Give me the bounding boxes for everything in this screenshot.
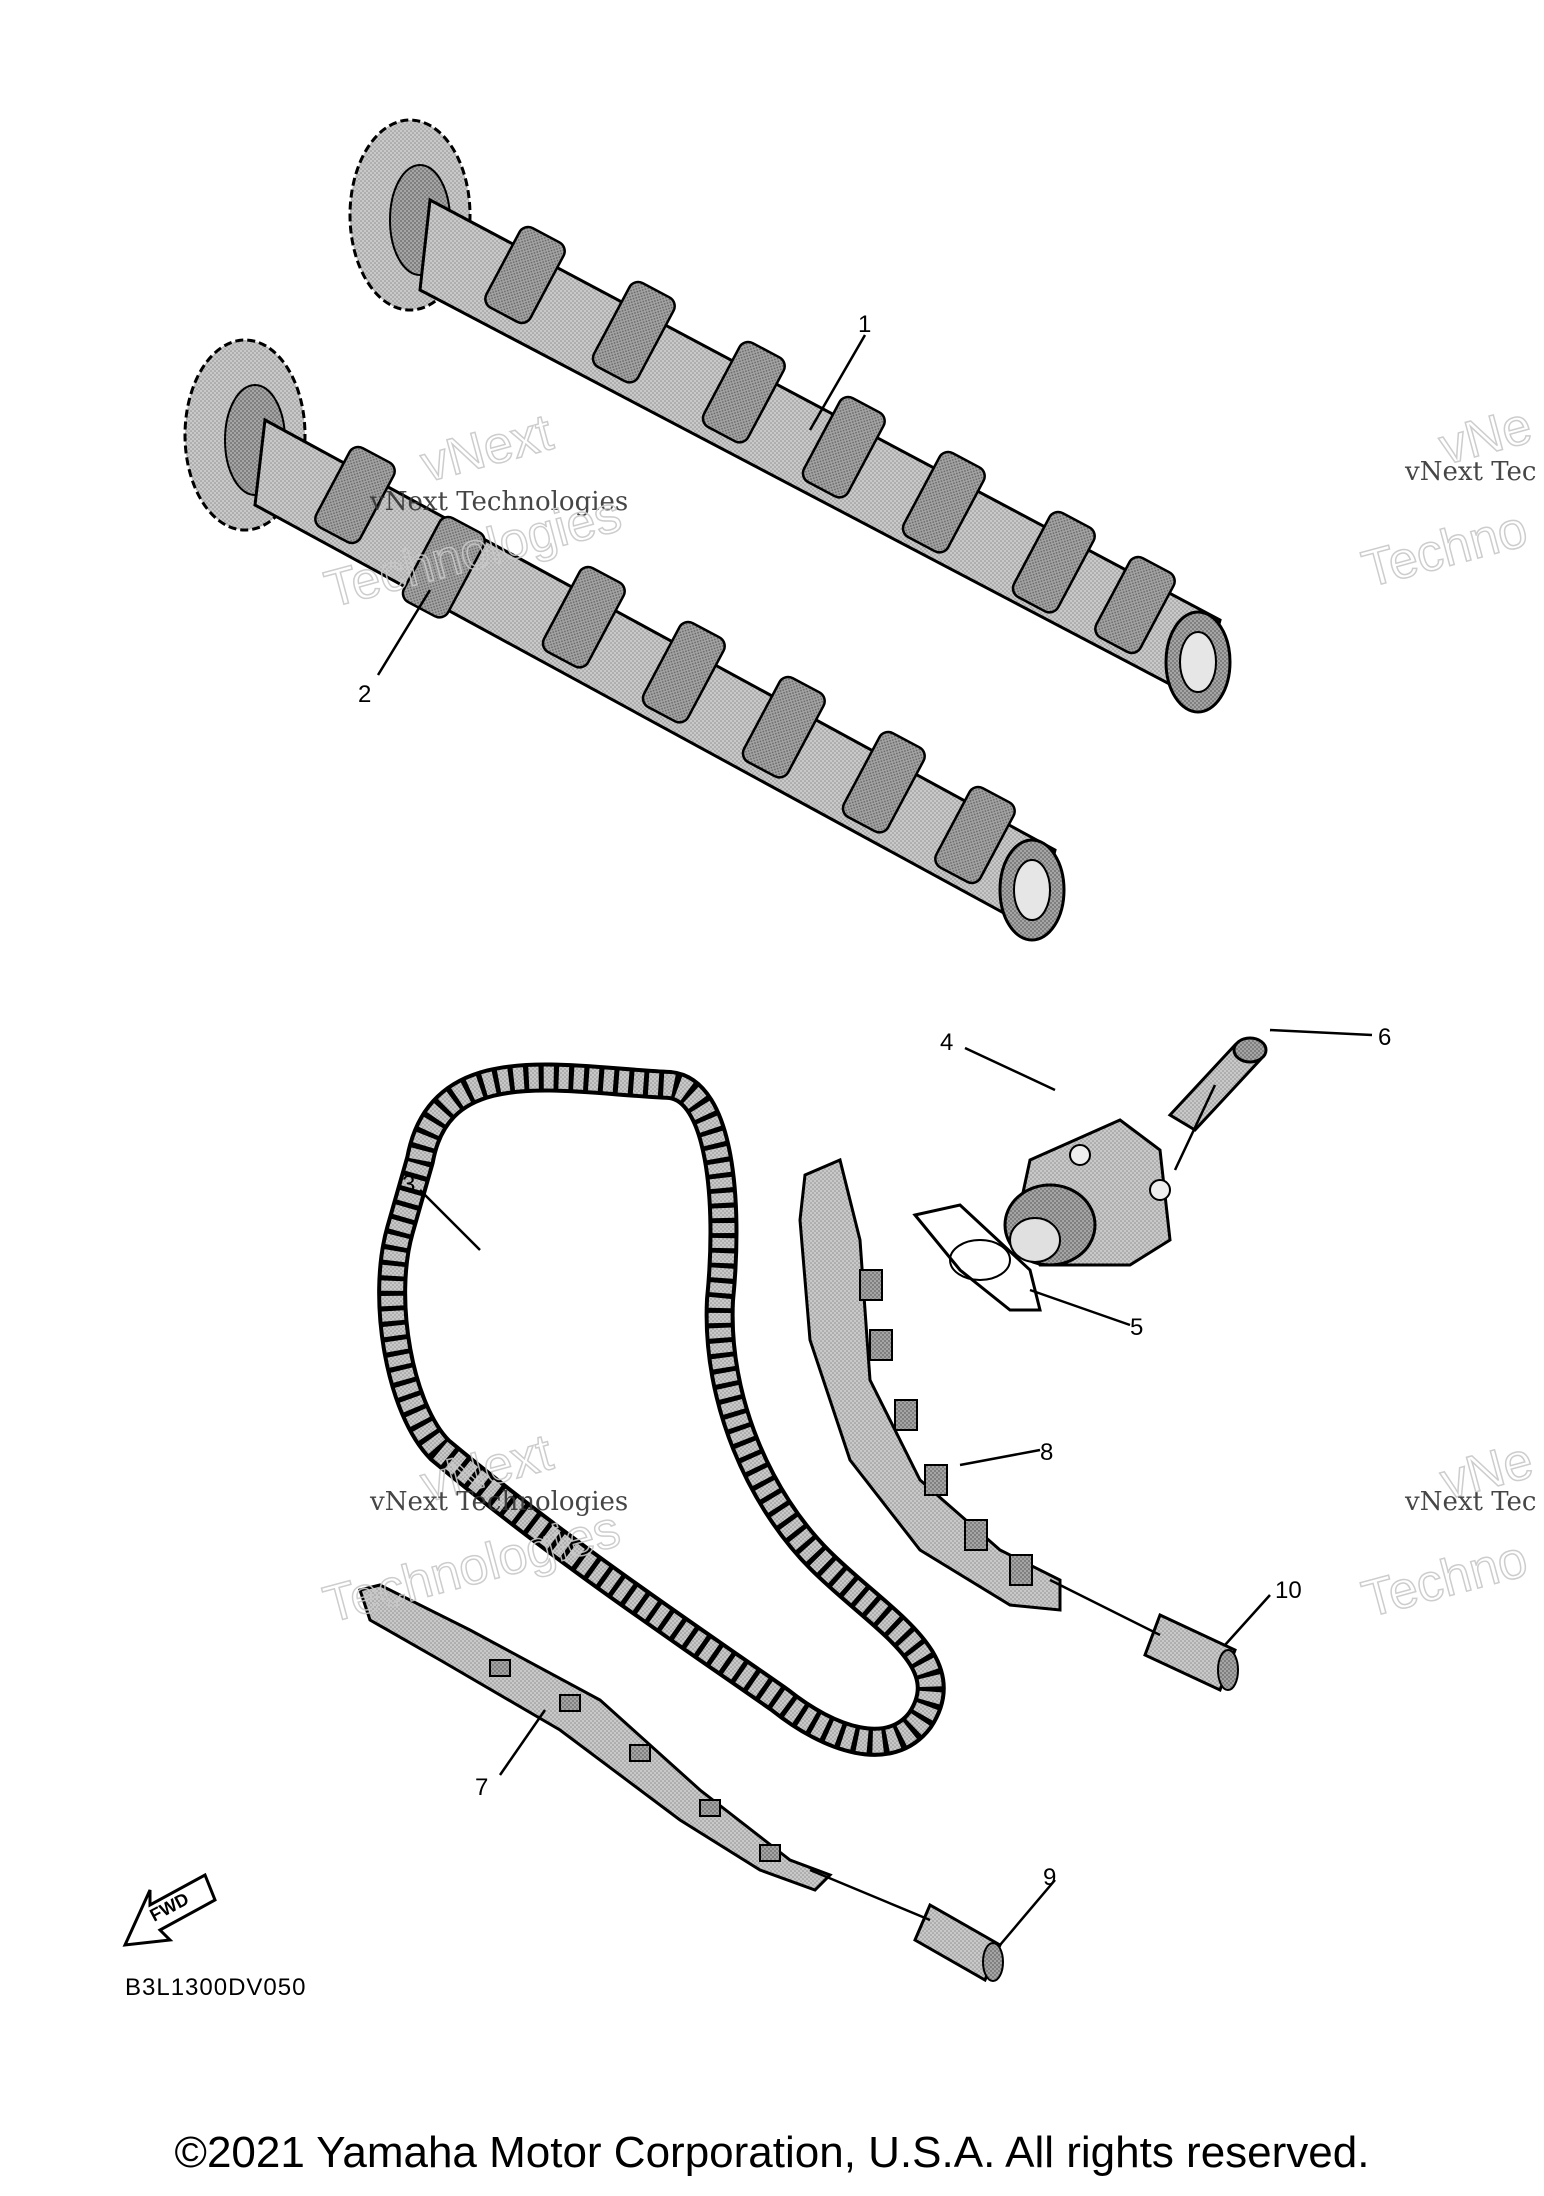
svg-text:Techno: Techno [1356,1530,1533,1629]
svg-text:Techno: Techno [1356,500,1533,599]
leader-lines [376,334,1373,1946]
guide-pin-10 [1143,1612,1239,1693]
callout-8: 8 [1040,1439,1053,1466]
callout-10: 10 [1275,1577,1302,1604]
callout-3: 3 [402,1171,415,1198]
callout-2: 2 [358,681,371,708]
svg-text:vNext Technologies: vNext Technologies [369,487,628,517]
chain-guide-7 [358,1583,833,1892]
guide-pin-9 [913,1902,1004,1983]
callout-4: 4 [940,1029,953,1056]
tensioner-bolt [1167,1036,1268,1132]
svg-text:vNext Technologies: vNext Technologies [369,1487,628,1517]
tensioner-gasket [912,1203,1042,1312]
forward-direction-icon: FWD [122,1872,217,1947]
camshaft-1 [348,118,1232,714]
callout-6: 6 [1378,1024,1391,1051]
watermark-right-upper: vNe vNext Tec Techno [1356,396,1539,600]
callout-numbers: 1 2 3 4 5 6 7 8 9 10 [358,311,1391,1891]
svg-text:Technologies: Technologies [318,1500,626,1635]
chain-guide-8 [798,1157,1062,1612]
callout-5: 5 [1130,1314,1143,1341]
callout-9: 9 [1043,1864,1056,1891]
svg-text:vNext Tec: vNext Tec [1404,457,1536,487]
camshaft-2 [183,338,1066,942]
callout-7: 7 [475,1774,488,1801]
svg-text:vNext Tec: vNext Tec [1404,1487,1536,1517]
timing-chain [377,1062,946,1757]
diagram-reference-code: B3L1300DV050 [125,1974,306,2001]
copyright-notice: ©2021 Yamaha Motor Corporation, U.S.A. A… [174,2128,1370,2177]
callout-1: 1 [858,311,871,338]
chain-tensioner [1003,1118,1172,1267]
watermark-right-lower: vNe vNext Tec Techno [1356,1431,1540,1630]
svg-text:vNext: vNext [415,403,559,494]
watermark-lower: vNext vNext Technologies Technologies [317,1423,628,1636]
